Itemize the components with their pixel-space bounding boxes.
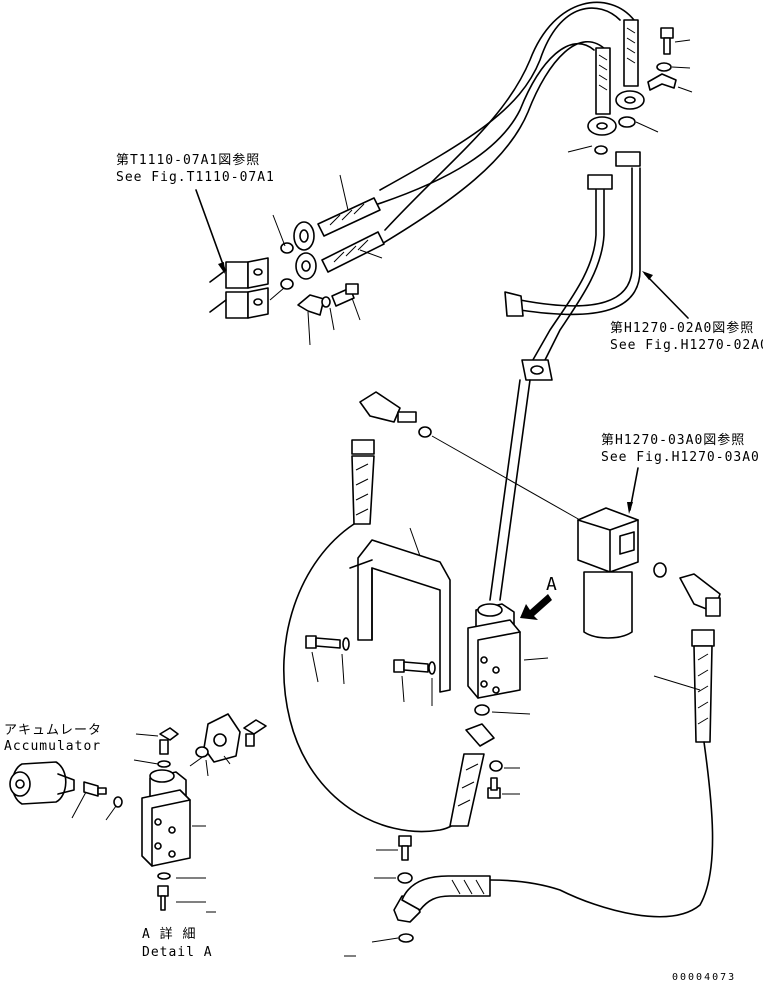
accumulator-label-jp: アキュムレータ [4, 723, 102, 738]
filter-assembly [431, 435, 721, 918]
bracket-bolts [305, 635, 436, 706]
detail-a-label-jp: A 詳 細 [142, 926, 196, 942]
callout-a-label: A [546, 574, 558, 595]
main-valve [449, 603, 549, 827]
drawing-number: 00004073 [672, 972, 736, 983]
ref-h1270-03-en: See Fig.H1270-03A0 [601, 450, 760, 465]
view-arrow-a: A [520, 574, 558, 620]
leader-arrow-icon [627, 502, 633, 514]
ref-h1270-02-jp: 第H1270-02A0図参照 [610, 320, 754, 336]
ref-h1270-03-jp: 第H1270-03A0図参照 [601, 432, 745, 448]
h1270-02-leader [642, 271, 689, 319]
ref-h1270-02-en: See Fig.H1270-02A0 [610, 338, 763, 353]
leader-arrow-icon [642, 271, 653, 280]
upper-hose-assembly [374, 1, 677, 381]
detail-a-label-en: Detail A [142, 945, 213, 960]
ref-t1110-en: See Fig.T1110-07A1 [116, 170, 275, 185]
detail-a [9, 713, 267, 913]
reference-labels: 第T1110-07A1図参照 See Fig.T1110-07A1 第H1270… [4, 152, 763, 983]
bracket [349, 527, 451, 693]
left-leader-lines [195, 174, 383, 346]
accumulator-label-en: Accumulator [4, 739, 101, 754]
ref-t1110-jp: 第T1110-07A1図参照 [116, 152, 260, 168]
lower-elbow-assembly [344, 835, 491, 957]
upper-leader-lines [567, 39, 693, 153]
view-direction-arrow-icon [520, 594, 552, 620]
left-hose-connections [209, 197, 385, 319]
leader-arrow-icon [218, 262, 225, 274]
